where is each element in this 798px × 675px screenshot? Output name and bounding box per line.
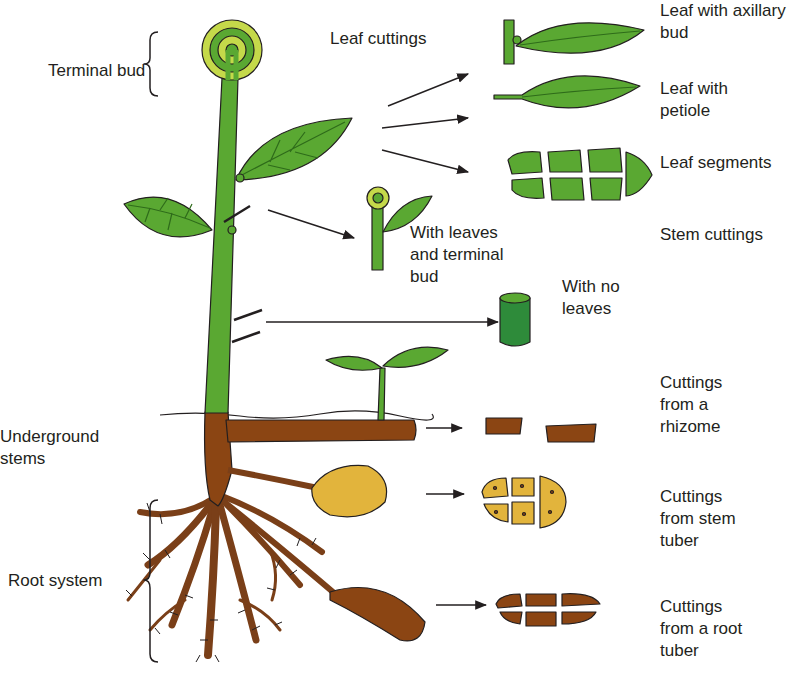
label: Cuttings from a root tuber <box>660 596 752 662</box>
label: Leaf with axillary bud <box>660 0 795 44</box>
label: With leaves and terminal bud <box>410 222 520 288</box>
label: With no leaves <box>562 276 652 320</box>
bracket <box>144 500 158 662</box>
rhizome <box>226 420 416 442</box>
root-hairs <box>126 503 316 662</box>
tuber-cutting <box>482 476 566 528</box>
label: Leaf cuttings <box>330 28 450 50</box>
leaf <box>236 118 352 180</box>
label: Stem cuttings <box>660 224 795 246</box>
tuber-eye <box>494 485 554 516</box>
leaf-segment <box>508 148 652 200</box>
leaf-cutting <box>494 76 640 108</box>
arrow <box>266 74 498 605</box>
label: Leaf with petiole <box>660 78 780 122</box>
cut-mark <box>224 206 262 342</box>
label: Leaf segments <box>660 152 780 174</box>
root-tuber-cutting <box>496 594 600 626</box>
root-tuber <box>330 587 425 640</box>
stem-tuber <box>312 465 387 516</box>
rhizome-cutting <box>486 418 596 442</box>
leaf <box>124 197 212 237</box>
terminal-bud <box>202 20 262 80</box>
label: Underground stems <box>0 426 112 470</box>
label: Root system <box>8 570 118 592</box>
seedling <box>326 347 448 420</box>
root-system <box>128 496 340 655</box>
label: Terminal bud <box>48 60 148 82</box>
main-stem <box>205 78 238 413</box>
leaf-cutting <box>504 20 644 64</box>
label: Cuttings from stem tuber <box>660 486 748 552</box>
stem-cutting <box>500 293 530 346</box>
bracket <box>144 32 158 96</box>
label: Cuttings from a rhizome <box>660 372 740 438</box>
ground-line <box>160 411 433 420</box>
